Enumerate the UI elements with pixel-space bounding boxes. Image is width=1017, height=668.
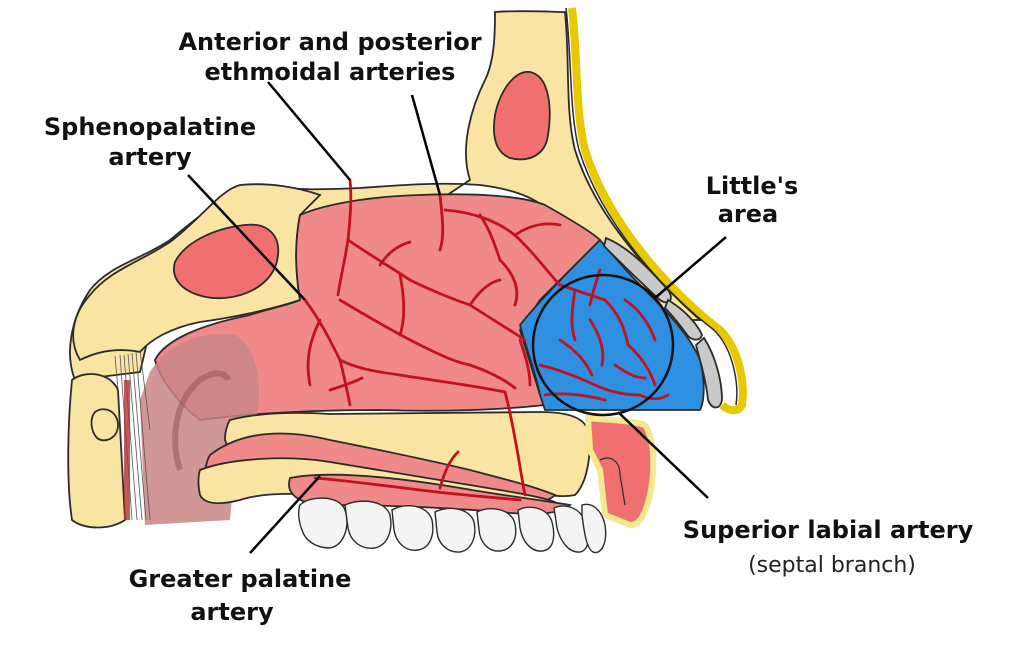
nasal-septum	[154, 193, 602, 421]
lateral-cartilage-middle	[663, 298, 703, 341]
superior-labial-leader	[617, 411, 709, 499]
frontal-sinus	[493, 71, 551, 161]
tooth	[517, 506, 555, 552]
tooth	[344, 500, 392, 549]
upper-lip	[584, 414, 657, 529]
nasal-skin-edge	[568, 7, 747, 415]
littles-leader	[654, 236, 727, 299]
littles-label-line1: Little's	[706, 172, 799, 200]
tooth	[434, 507, 476, 553]
littles-label-line2: area	[718, 200, 779, 228]
tooth	[297, 497, 348, 549]
sphenopalatine-leader	[187, 174, 306, 301]
tooth	[476, 508, 517, 552]
alar-cartilage	[694, 336, 723, 409]
vertebra-upper	[67, 373, 126, 529]
nasal-skin-outline	[565, 7, 738, 406]
superior-labial-sublabel: (septal branch)	[748, 553, 916, 578]
muscle-red-strip	[124, 380, 130, 520]
sphenopalatine-label-line1: Sphenopalatine	[44, 113, 256, 141]
greater-palatine-leader	[249, 475, 321, 554]
nasopharynx-fold	[172, 370, 231, 471]
vertebra-lower	[90, 408, 119, 442]
littles-area-circle	[531, 273, 675, 417]
teeth-row	[297, 497, 607, 554]
sphenopalatine-label-line2: artery	[108, 143, 192, 171]
ethmoidal-leader-posterior	[267, 81, 351, 181]
ethmoidal-label-line1: Anterior and posterior	[178, 28, 481, 56]
ethmoidal-label-line2: ethmoidal arteries	[205, 58, 456, 86]
greater-palatine-label-line1: Greater palatine	[129, 565, 352, 593]
septal-arteries	[303, 178, 670, 502]
superior-labial-label: Superior labial artery	[683, 516, 974, 544]
tooth	[581, 503, 607, 554]
upper-lip-outline	[599, 457, 626, 506]
ethmoidal-leader-anterior	[410, 94, 442, 196]
greater-palatine-label-line2: artery	[190, 598, 274, 626]
tooth	[391, 504, 434, 551]
